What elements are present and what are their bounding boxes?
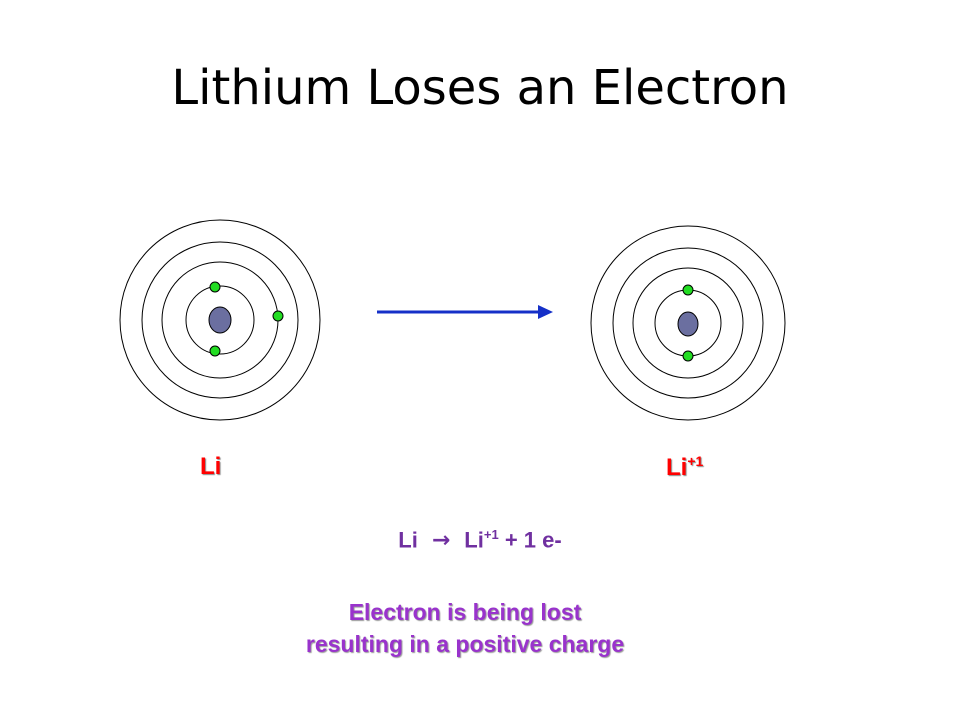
- orbit-shell-3: [612, 247, 764, 399]
- electron: [272, 310, 284, 322]
- right-atom-charge: +1: [687, 453, 704, 469]
- reaction-arrow: [377, 305, 553, 319]
- arrow-head: [538, 305, 553, 319]
- orbit-shell-2: [632, 267, 744, 379]
- equation-reactant: Li: [398, 527, 418, 553]
- left-atom-symbol: Li: [200, 453, 222, 480]
- explanation-caption: Electron is being lost resulting in a po…: [0, 596, 930, 660]
- electron: [682, 284, 694, 296]
- lithium-atom: [119, 219, 321, 421]
- caption-line-1: Electron is being lost: [348, 599, 582, 625]
- equation-product-symbol: Li: [464, 527, 484, 553]
- orbit-shell-3: [141, 241, 299, 399]
- orbit-shell-4: [119, 219, 321, 421]
- electron: [209, 281, 221, 293]
- equation-rest: + 1 e-: [504, 527, 562, 553]
- nucleus: [208, 306, 232, 334]
- orbit-shell-4: [590, 225, 786, 421]
- left-atom-label: Li: [200, 453, 221, 481]
- right-atom-label: Li+1: [666, 453, 703, 482]
- electron: [209, 345, 221, 357]
- caption-line-2: resulting in a positive charge: [305, 631, 625, 657]
- equation-arrow: →: [431, 528, 451, 554]
- reaction-equation: Li→Li+1 + 1 e-: [0, 527, 960, 553]
- electron: [682, 350, 694, 362]
- equation-product-charge: +1: [483, 527, 499, 542]
- lithium-ion: [590, 225, 786, 421]
- right-atom-symbol: Li: [666, 454, 688, 481]
- slide-title: Lithium Loses an Electron: [171, 60, 789, 116]
- nucleus: [677, 311, 699, 337]
